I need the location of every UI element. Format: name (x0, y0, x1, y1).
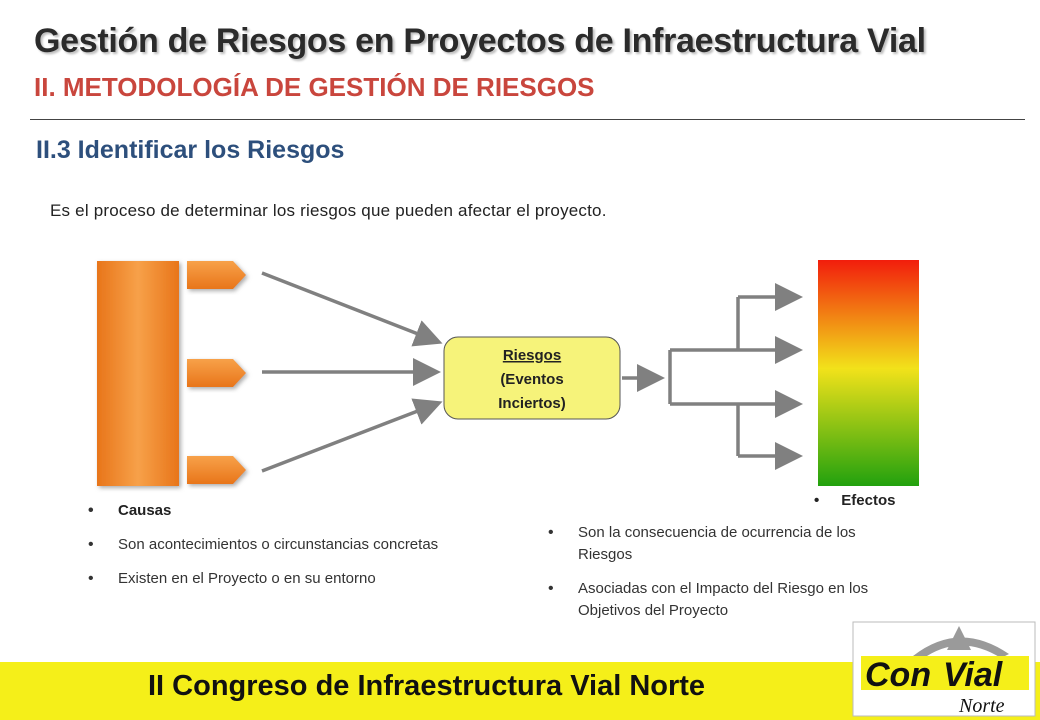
logo-word-con: Con (865, 656, 931, 694)
cause-tab-2 (187, 359, 246, 387)
convial-logo: Con Vial Norte (852, 621, 1036, 717)
effects-list: Son la consecuencia de ocurrencia de los… (548, 522, 913, 634)
cause-tab-3 (187, 456, 246, 484)
arrow-icon (261, 271, 443, 347)
effects-item-1: Son la consecuencia de ocurrencia de los… (548, 522, 913, 566)
header-divider (30, 119, 1025, 120)
bullet-icon: • (814, 492, 820, 509)
arrow-icon (261, 398, 443, 473)
causes-list: Causas Son acontecimientos o circunstanc… (88, 500, 468, 602)
risks-box (443, 336, 621, 420)
effects-connector (668, 297, 740, 456)
risks-box-line2: (Eventos (500, 371, 563, 388)
effects-gradient-bar (818, 260, 919, 486)
effects-item-2: Asociadas con el Impacto del Riesgo en l… (548, 578, 913, 622)
cause-tab-1 (187, 261, 246, 289)
page-title: Gestión de Riesgos en Proyectos de Infra… (34, 22, 926, 60)
causes-item-1: Son acontecimientos o circunstancias con… (88, 534, 468, 556)
effects-heading-row: • Efectos (814, 492, 895, 509)
section-title: II.3 Identificar los Riesgos (36, 136, 345, 164)
causes-heading: Causas (88, 500, 468, 522)
footer-title: II Congreso de Infraestructura Vial Nort… (148, 670, 706, 702)
causes-bar (97, 261, 179, 486)
causes-item-2: Existen en el Proyecto o en su entorno (88, 568, 468, 590)
risks-box-line1: Riesgos (503, 347, 561, 364)
section-intro: Es el proceso de determinar los riesgos … (50, 201, 607, 220)
risks-box-line3: Inciertos) (498, 395, 566, 412)
logo-word-norte: Norte (958, 695, 1005, 717)
road-arrow-logo-icon (913, 637, 1009, 660)
page-subtitle: II. METODOLOGÍA DE GESTIÓN DE RIESGOS (34, 72, 595, 102)
logo-word-vial: Vial (943, 656, 1004, 694)
effects-heading: Efectos (841, 492, 896, 509)
